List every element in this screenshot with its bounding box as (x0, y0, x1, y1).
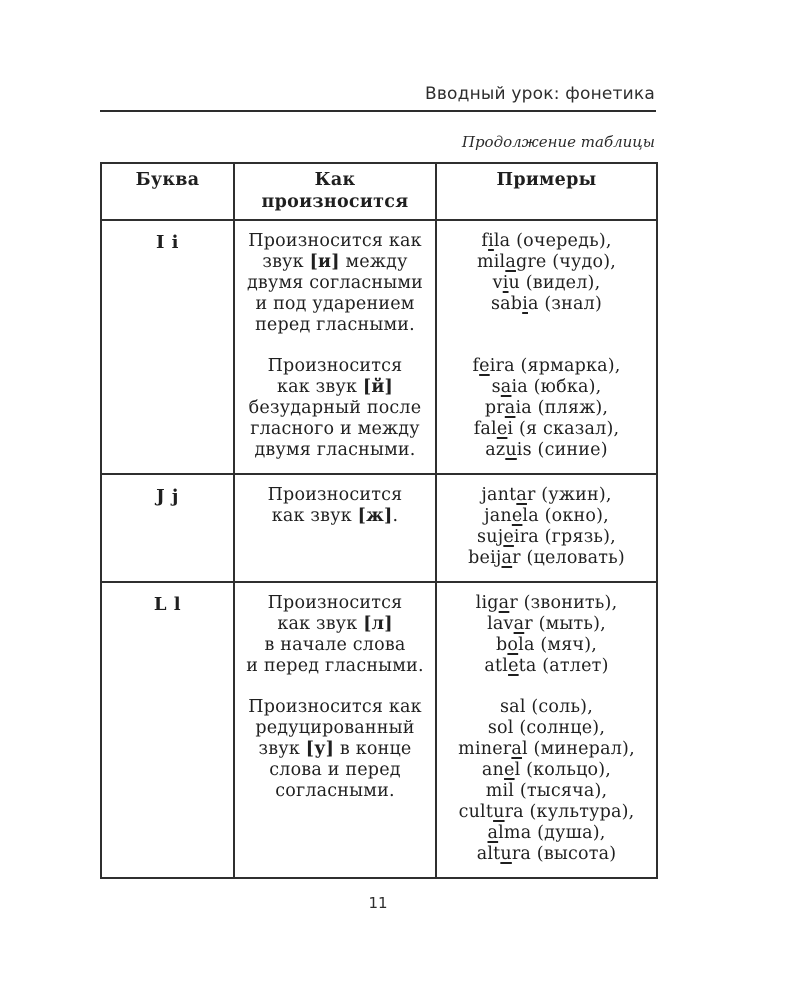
column-header-letter: Буква (100, 162, 235, 221)
examples-group: ligar (звонить),lavar (мыть),bola (мяч),… (475, 593, 618, 676)
examples-cell: fila (очередь),milagre (чудо),viu (видел… (435, 219, 658, 475)
letter-label: L l (153, 594, 182, 615)
table-continuation-note: Продолжение таблицы (461, 133, 655, 151)
column-header-examples: Примеры (435, 162, 658, 221)
letter-cell: I i (100, 219, 235, 475)
letter-label: I i (155, 232, 180, 253)
examples-group: fila (очередь),milagre (чудо),viu (видел… (476, 231, 617, 314)
table-header-row: Буква Как произносится Примеры (100, 162, 658, 221)
letter-cell: J j (100, 473, 235, 583)
running-head: Вводный урок: фонетика (424, 84, 655, 104)
column-header-pronunciation: Как произносится (233, 162, 437, 221)
header-rule (100, 110, 656, 112)
examples-group: jantar (ужин),janela (окно),sujeira (гря… (468, 485, 625, 568)
examples-group: feira (ярмарка),saia (юбка),praia (пляж)… (472, 356, 621, 460)
letter-cell: L l (100, 581, 235, 879)
examples-cell: jantar (ужин),janela (окно),sujeira (гря… (435, 473, 658, 583)
letter-label: J j (156, 486, 179, 507)
examples-group: sal (соль),sol (солнце),mineral (минерал… (458, 697, 635, 864)
page-number: 11 (368, 894, 388, 912)
phonetics-table: Буква Как произносится Примеры I i Произ… (100, 162, 658, 879)
examples-cell: ligar (звонить),lavar (мыть),bola (мяч),… (435, 581, 658, 879)
